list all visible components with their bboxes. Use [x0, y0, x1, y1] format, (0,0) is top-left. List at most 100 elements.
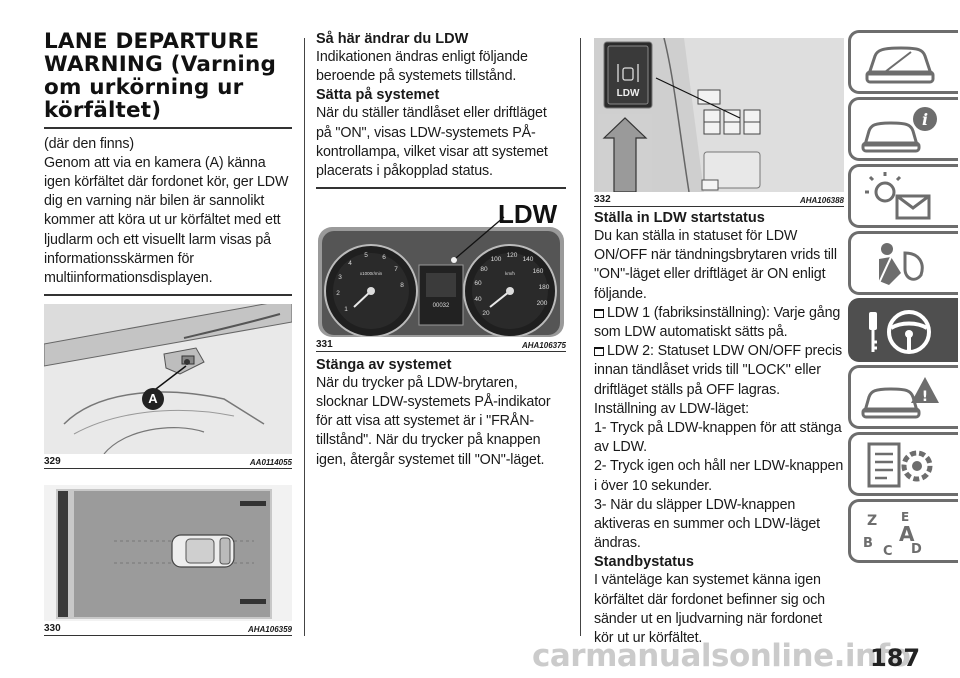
- tab-airbag-seatbelt[interactable]: [848, 231, 958, 295]
- title-divider: [44, 127, 292, 129]
- heading-standby: Standbystatus: [594, 554, 694, 571]
- speedo-tick-label: 40: [474, 296, 482, 303]
- heading-turn-off: Stänga av systemet: [316, 356, 452, 373]
- svg-text:B: B: [863, 536, 873, 551]
- tab-index[interactable]: Z E B C D A: [848, 499, 958, 563]
- heading-start-status: Ställa in LDW startstatus: [594, 210, 765, 226]
- title-line-2: WARNING (Varning: [44, 52, 277, 77]
- ldw-label: LDW: [498, 199, 558, 229]
- text-indication: Indikationen ändras enligt följande bero…: [316, 49, 528, 85]
- step-2: 2- Tryck igen och håll ner LDW-knappen i…: [594, 458, 844, 494]
- figure-number: 329: [44, 455, 61, 467]
- figure-code: AHA106375: [521, 340, 566, 350]
- figure-330-caption: 330 AHA106359: [44, 621, 292, 636]
- tab-maintenance[interactable]: [848, 432, 958, 496]
- speedo-tick-label: 180: [539, 284, 550, 291]
- text-turn-on: När du ställer tändlåset eller driftläge…: [316, 105, 548, 180]
- tab-car-info[interactable]: i: [848, 97, 958, 161]
- warning-lights-envelope-icon: [865, 172, 931, 220]
- column-middle: Så här ändrar du LDW Indikationen ändras…: [316, 30, 566, 470]
- divider: [316, 187, 566, 189]
- text-start-status: Du kan ställa in statuset för LDW ON/OFF…: [594, 228, 837, 302]
- odometer-value: 00032: [433, 303, 450, 309]
- maintenance-list-icon: [867, 442, 933, 488]
- figure-330-lane-overview: [44, 484, 292, 621]
- tacho-tick-label: 3: [338, 274, 342, 281]
- svg-text:Z: Z: [867, 513, 877, 529]
- section-title: LANE DEPARTURE WARNING (Varning om urkör…: [44, 30, 292, 122]
- figure-number: 331: [316, 338, 333, 350]
- speedometer-gauge: [463, 243, 557, 337]
- column-right: LDW 332 AHA106388 Ställa in LDW startsta…: [594, 38, 844, 648]
- figure-329-caption: 329 AA0114055: [44, 454, 292, 469]
- page-number: 187: [870, 644, 921, 672]
- watermark: carmanualsonline.info: [532, 638, 911, 674]
- figure-code: AA0114055: [249, 457, 292, 467]
- column-divider-1: [304, 38, 305, 636]
- figure-332-caption: 332 AHA106388: [594, 192, 844, 207]
- svg-text:!: !: [922, 389, 928, 405]
- tacho-tick-label: 8: [400, 282, 404, 289]
- svg-text:C: C: [883, 544, 893, 559]
- speedo-unit: km/h: [505, 271, 515, 276]
- tab-car-windshield[interactable]: [848, 30, 958, 94]
- speedo-tick-label: 100: [491, 256, 502, 263]
- tacho-tick-label: 5: [364, 252, 368, 259]
- lane-car-icon: [617, 64, 639, 82]
- heading-turn-on: Sätta på systemet: [316, 87, 440, 104]
- camera-callout-a: A: [142, 387, 164, 410]
- alphabetical-index-icon: Z E B C D A: [863, 510, 922, 559]
- tacho-tick-label: 1: [344, 306, 348, 313]
- tacho-tick-label: 4: [348, 260, 352, 267]
- tacho-unit: x1000r/min: [360, 271, 383, 276]
- car-windshield-icon: [865, 46, 935, 84]
- svg-text:i: i: [922, 110, 928, 129]
- intro-divider: [44, 294, 292, 296]
- intro-description: Genom att via en kamera (A) känna igen k…: [44, 154, 289, 286]
- speedo-tick-label: 200: [537, 300, 548, 307]
- tacho-tick-label: 7: [394, 266, 398, 273]
- ldw-button-illustration: LDW: [594, 38, 844, 192]
- title-line-4: körfältet): [44, 98, 162, 123]
- title-line-3: om urkörning ur: [44, 75, 244, 100]
- tab-warning-lights[interactable]: [848, 164, 958, 228]
- speedo-tick-label: 160: [533, 268, 544, 275]
- bullet-ldw2: LDW 2: Statuset LDW ON/OFF precis innan …: [594, 342, 844, 400]
- speedo-tick-label: 60: [474, 280, 482, 287]
- car-info-icon: i: [861, 107, 937, 153]
- figure-329-camera: A: [44, 303, 292, 454]
- figure-number: 330: [44, 622, 61, 634]
- tacho-tick-label: 2: [336, 290, 340, 297]
- text-standby: I vänteläge kan systemet känna igen körf…: [594, 572, 825, 647]
- figure-332-ldw-button: LDW: [594, 38, 844, 192]
- key-steering-wheel-icon: [869, 310, 931, 354]
- tachometer-gauge: [324, 243, 418, 337]
- tab-car-warning[interactable]: !: [848, 365, 958, 429]
- heading-change-ldw: Så här ändrar du LDW: [316, 31, 469, 47]
- ldw-button-label: LDW: [617, 88, 640, 99]
- tacho-tick-label: 6: [382, 254, 386, 261]
- text-turn-off: När du trycker på LDW-brytaren, slocknar…: [316, 374, 551, 468]
- column-divider-2: [580, 38, 581, 636]
- bullet-marker: [594, 308, 604, 318]
- step-1: 1- Tryck på LDW-knappen för att stänga a…: [594, 420, 842, 456]
- step-3: 3- När du släpper LDW-knappen aktiveras …: [594, 496, 821, 552]
- bullet-ldw2-text: LDW 2: Statuset LDW ON/OFF precis innan …: [594, 343, 842, 398]
- intro-availability: (där den finns): [44, 135, 134, 152]
- car-warning-icon: !: [861, 377, 939, 419]
- speedo-tick-label: 20: [482, 310, 490, 317]
- bullet-ldw1: LDW 1 (fabriksinställning): Varje gång s…: [594, 304, 844, 342]
- tab-key-steering[interactable]: [848, 298, 958, 362]
- airbag-seatbelt-icon: [878, 243, 924, 285]
- svg-text:D: D: [911, 542, 922, 557]
- speedo-tick-label: 140: [523, 256, 534, 263]
- svg-text:A: A: [899, 522, 915, 546]
- figure-number: 332: [594, 194, 611, 205]
- speedo-tick-label: 120: [507, 252, 518, 259]
- figure-code: AHA106388: [799, 196, 844, 205]
- figure-code: AHA106359: [247, 624, 292, 634]
- speedo-tick-label: 80: [480, 266, 488, 273]
- camera-illustration: [44, 303, 292, 454]
